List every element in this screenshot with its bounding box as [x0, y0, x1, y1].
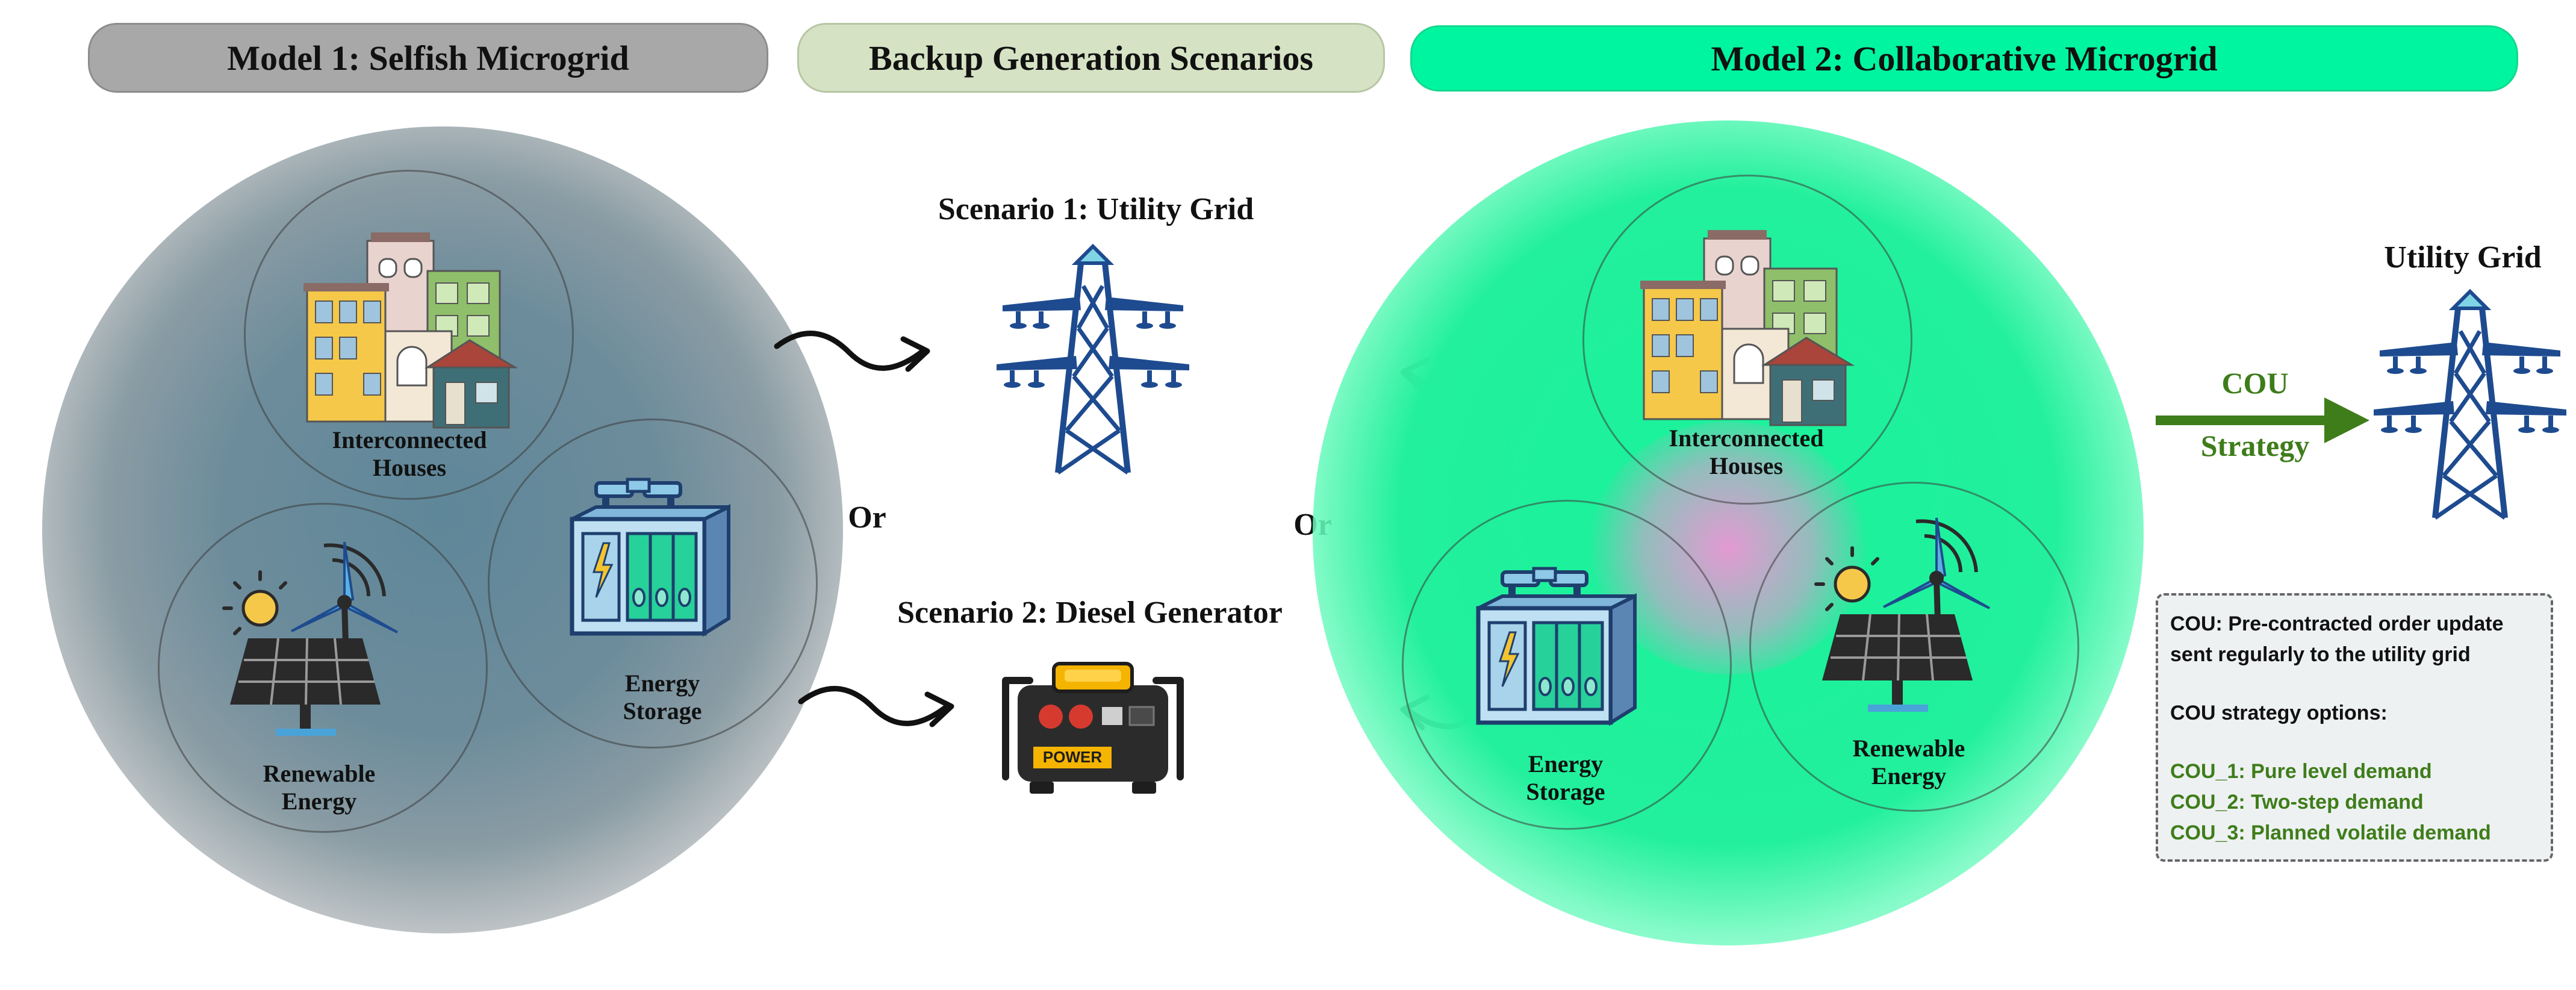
model2-houses-label-line1: Interconnected — [1669, 425, 1824, 452]
model2-houses-circle — [1582, 175, 1912, 505]
model2-storage-icon — [1478, 596, 1641, 729]
backup-header-label: Backup Generation Scenarios — [869, 38, 1313, 78]
note-option-3: COU_3: Planned volatile demand — [2170, 821, 2491, 844]
note-option-1: COU_1: Pure level demand — [2170, 760, 2432, 783]
utility-tower-icon — [2470, 295, 2476, 301]
model2-storage-label-line1: Energy — [1528, 750, 1604, 777]
note-options-title: COU strategy options: — [2170, 702, 2388, 724]
model2-houses-icon — [1639, 229, 1853, 426]
diesel-generator-icon: POWER — [1002, 662, 1184, 794]
scenario2-title: Scenario 2: Diesel Generator — [897, 596, 1283, 630]
model1-header: Model 1: Selfish Microgrid — [88, 23, 768, 93]
model2-houses-label-line2: Houses — [1709, 452, 1784, 479]
model2-renewable-icon — [1816, 530, 1997, 711]
model2-renewable-circle — [1749, 482, 2079, 812]
note-option-2: COU_2: Two-step demand — [2170, 791, 2424, 814]
model1-storage-label: Energy Storage — [566, 670, 759, 725]
model2-storage-label-line2: Storage — [1526, 778, 1605, 805]
cou-note-box: COU: Pre-contracted order update sent re… — [2156, 593, 2553, 862]
model1-header-label: Model 1: Selfish Microgrid — [227, 38, 629, 78]
arrow-model1-to-grid — [777, 328, 933, 382]
model1-houses-circle — [244, 170, 574, 500]
model1-houses-label-line2: Houses — [372, 454, 447, 481]
model2-storage-circle — [1402, 500, 1732, 830]
model2-renewable-label-line1: Renewable — [1852, 735, 1965, 762]
model1-storage-icon — [572, 507, 735, 640]
model1-renewable-circle — [158, 503, 488, 833]
model1-houses-label-line1: Interconnected — [332, 426, 487, 453]
model1-storage-label-line1: Energy — [624, 670, 700, 697]
scenario1-tower-icon — [1093, 250, 1099, 256]
arrow-model1-to-generator — [801, 683, 957, 738]
model1-houses-icon — [302, 231, 516, 429]
generator-power-text: POWER — [1043, 748, 1102, 766]
model1-renewable-icon — [224, 554, 405, 735]
model2-renewable-label-line2: Energy — [1871, 762, 1947, 789]
model2-storage-label: Energy Storage — [1469, 750, 1662, 806]
backup-header: Backup Generation Scenarios — [797, 23, 1385, 93]
model2-header-label: Model 2: Collaborative Microgrid — [1711, 39, 2218, 78]
model2-header: Model 2: Collaborative Microgrid — [1410, 25, 2518, 92]
model1-renewable-label: Renewable Energy — [223, 760, 415, 815]
cou-arrow-top-label: COU — [2221, 366, 2289, 400]
note-line2: sent regularly to the utility grid — [2170, 643, 2471, 666]
model1-storage-label-line2: Storage — [623, 697, 702, 724]
cou-arrow-bottom-label: Strategy — [2200, 429, 2310, 462]
model1-renewable-label-line2: Energy — [281, 788, 357, 815]
utility-grid-title: Utility Grid — [2384, 240, 2542, 275]
model1-houses-label: Interconnected Houses — [289, 426, 530, 482]
cou-strategy-arrow — [2156, 397, 2369, 443]
scenario1-title: Scenario 1: Utility Grid — [938, 192, 1254, 226]
model2-renewable-label: Renewable Energy — [1812, 735, 2005, 790]
model1-storage-circle — [488, 419, 818, 749]
model2-houses-label: Interconnected Houses — [1626, 425, 1867, 480]
or-left: Or — [848, 500, 886, 535]
model1-renewable-label-line1: Renewable — [263, 760, 376, 787]
note-line1: COU: Pre-contracted order update — [2170, 612, 2504, 635]
